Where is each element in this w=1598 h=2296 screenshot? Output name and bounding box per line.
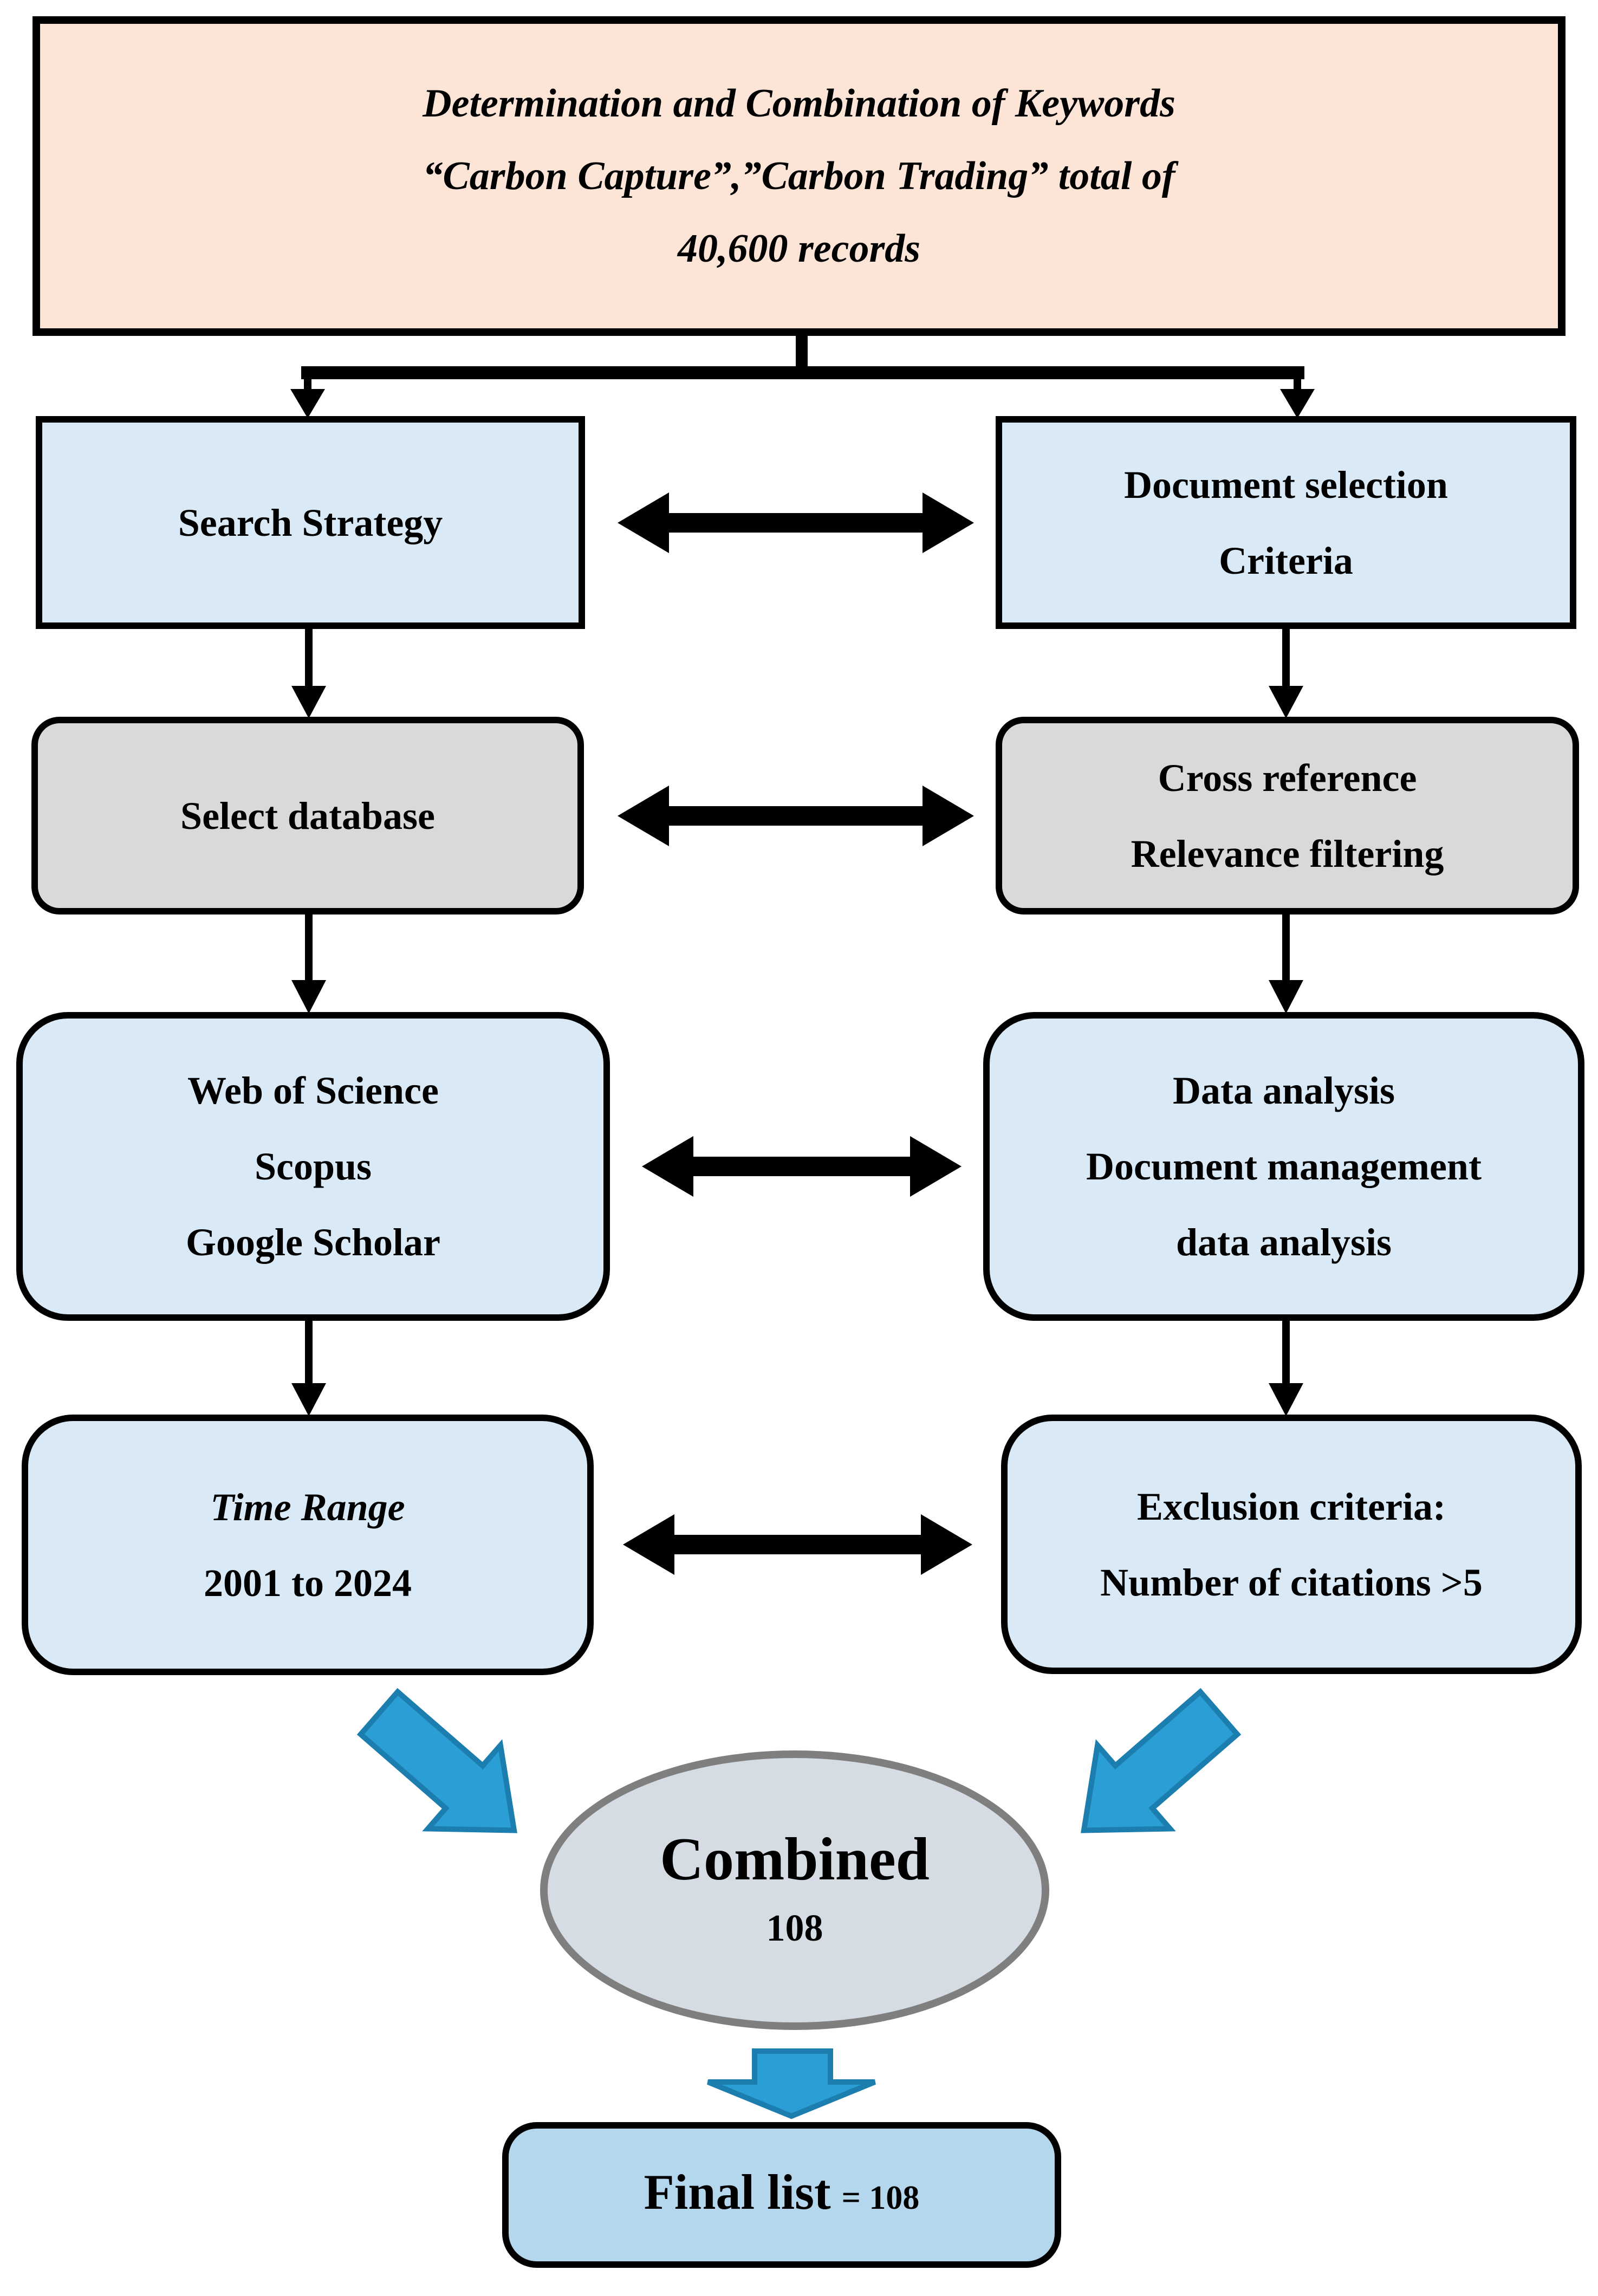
- node-label: Document selection: [1124, 463, 1448, 507]
- final-list-count: = 108: [841, 2180, 920, 2216]
- down-arrow-icon: [291, 1319, 326, 1416]
- node-label: Relevance filtering: [1131, 832, 1444, 875]
- node-label: Web of Science: [187, 1069, 439, 1112]
- node-final-list: Final list = 108: [502, 2122, 1061, 2268]
- blue-diagonal-arrow-left-icon: [356, 1688, 517, 1833]
- node-select-database: Select database: [31, 717, 584, 914]
- title-line: Determination and Combination of Keyword…: [423, 81, 1175, 126]
- node-document-selection-criteria: Document selection Criteria: [996, 416, 1576, 629]
- node-exclusion-criteria: Exclusion criteria: Number of citations …: [1001, 1415, 1582, 1674]
- double-arrow-icon: [618, 492, 974, 553]
- down-arrow-icon: [291, 912, 326, 1014]
- node-label: 2001 to 2024: [204, 1561, 412, 1605]
- down-arrow-icon: [1269, 1319, 1303, 1416]
- node-time-range: Time Range 2001 to 2024: [22, 1415, 594, 1675]
- title-line: “Carbon Capture”,”Carbon Trading” total …: [423, 154, 1175, 198]
- node-data-analysis-management: Data analysis Document management data a…: [983, 1012, 1584, 1321]
- keywords-title-box: Determination and Combination of Keyword…: [33, 16, 1565, 336]
- final-list-row: Final list = 108: [644, 2162, 920, 2228]
- down-arrow-icon: [1269, 627, 1303, 718]
- final-list-label: Final list: [644, 2164, 831, 2220]
- blue-diagonal-arrow-right-icon: [1081, 1688, 1242, 1833]
- double-arrow-icon: [642, 1136, 962, 1197]
- double-arrow-icon: [623, 1514, 972, 1575]
- node-label: Time Range: [210, 1485, 405, 1529]
- node-label: Exclusion criteria:: [1137, 1484, 1446, 1528]
- combined-count: 108: [766, 1907, 823, 1949]
- double-arrow-icon: [618, 786, 974, 846]
- node-combined-ellipse: Combined 108: [540, 1750, 1049, 2030]
- node-label: Number of citations >5: [1100, 1560, 1483, 1604]
- node-label: Scopus: [254, 1145, 372, 1188]
- down-arrow-icon: [291, 627, 326, 718]
- node-label: Search Strategy: [178, 501, 443, 544]
- node-label: data analysis: [1175, 1221, 1392, 1264]
- node-label: Criteria: [1219, 539, 1353, 582]
- combined-label: Combined: [660, 1825, 930, 1893]
- node-databases: Web of Science Scopus Google Scholar: [16, 1012, 610, 1321]
- blue-down-arrow-icon: [707, 2048, 876, 2119]
- node-label: Select database: [180, 794, 435, 838]
- node-label: Google Scholar: [186, 1221, 440, 1264]
- title-line: 40,600 records: [677, 226, 921, 271]
- tree-connector-icon: [290, 325, 1315, 418]
- down-arrow-icon: [1269, 912, 1303, 1014]
- node-label: Data analysis: [1172, 1069, 1395, 1112]
- node-cross-reference-filtering: Cross reference Relevance filtering: [996, 717, 1579, 914]
- node-search-strategy: Search Strategy: [36, 416, 585, 629]
- node-label: Cross reference: [1158, 756, 1417, 800]
- node-label: Document management: [1086, 1145, 1482, 1188]
